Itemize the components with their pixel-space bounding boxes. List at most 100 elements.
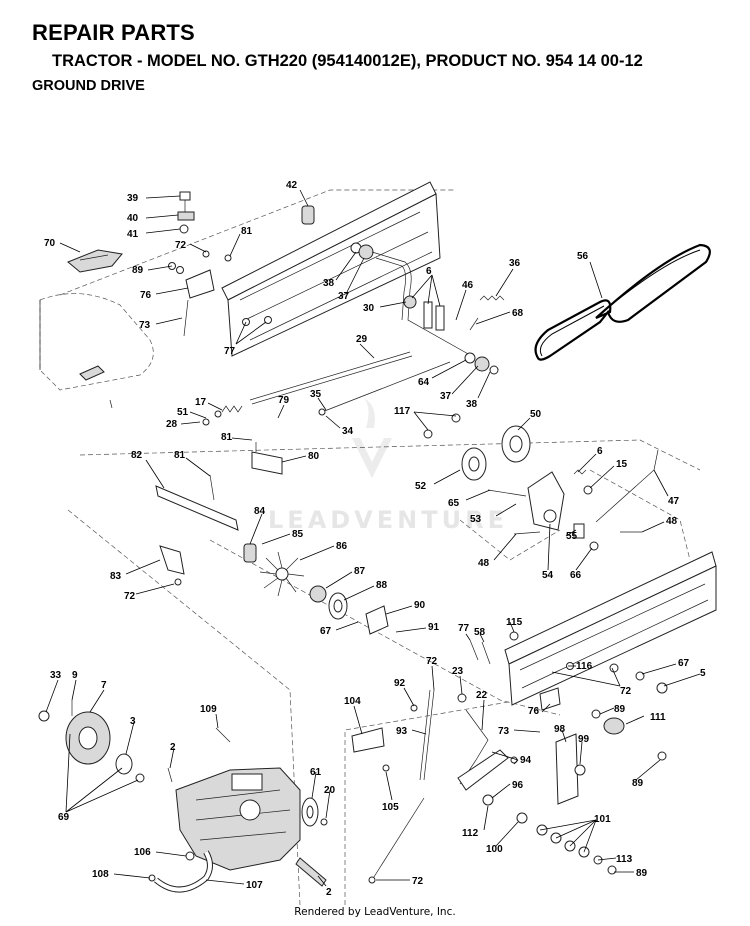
callout: 48: [478, 558, 490, 569]
idler-bracket: [155, 474, 239, 531]
callout: 73: [498, 726, 510, 737]
leader-lines: [45, 189, 701, 887]
callout: 55: [566, 531, 578, 542]
idler-arm: [487, 471, 599, 551]
cooling-fan: [259, 551, 305, 597]
callout-labels: 39 40 41 42 70 72 81 89 76 73 77 38 37 6…: [44, 180, 706, 898]
callout: 90: [414, 600, 426, 611]
callout: 23: [452, 666, 464, 677]
callout: 72: [620, 686, 632, 697]
callout: 50: [530, 409, 542, 420]
callout: 52: [415, 481, 427, 492]
assembly-boundaries: [59, 189, 701, 906]
watermark-text: LEADVENTURE: [268, 506, 508, 534]
callout: 66: [570, 570, 582, 581]
callout: 80: [308, 451, 320, 462]
callout: 40: [127, 213, 139, 224]
transaxle: [175, 727, 328, 887]
callout: 89: [614, 704, 626, 715]
callout: 100: [486, 844, 503, 855]
callout: 115: [506, 617, 523, 628]
drive-belt: [534, 243, 711, 361]
callout: 109: [200, 704, 217, 715]
callout: 77: [458, 623, 470, 634]
callout: 69: [58, 812, 70, 823]
callout: 68: [512, 308, 524, 319]
callout: 53: [470, 514, 482, 525]
callout: 3: [130, 716, 136, 727]
callout: 6: [426, 266, 432, 277]
callout: 87: [354, 566, 366, 577]
brake-linkage: [351, 689, 435, 884]
callout: 65: [448, 498, 460, 509]
callout: 88: [376, 580, 388, 591]
pedal-linkage: [168, 250, 272, 337]
callout: 34: [342, 426, 354, 437]
control-rods: [249, 351, 451, 416]
callout: 96: [512, 780, 524, 791]
callout: 58: [474, 627, 486, 638]
pedal-pad: [67, 249, 123, 273]
model-subtitle: TRACTOR - MODEL NO. GTH220 (954140012E),…: [52, 52, 643, 70]
callout: 39: [127, 193, 139, 204]
callout: 67: [320, 626, 332, 637]
footer-credit: Rendered by LeadVenture, Inc.: [294, 906, 456, 918]
callout: 37: [440, 391, 452, 402]
callout: 81: [241, 226, 253, 237]
callout: 98: [554, 724, 566, 735]
bushing: [301, 205, 315, 225]
spring: [469, 295, 505, 331]
callout: 77: [224, 346, 236, 357]
callout: 91: [428, 622, 440, 633]
section-heading: GROUND DRIVE: [32, 78, 145, 94]
callout: 38: [466, 399, 478, 410]
callout: 108: [92, 869, 109, 880]
callout: 48: [666, 516, 678, 527]
callout: 86: [336, 541, 348, 552]
brake-lever: [457, 693, 518, 806]
callout: 29: [356, 334, 368, 345]
callout: 20: [324, 785, 336, 796]
callout: 36: [509, 258, 521, 269]
callout: 51: [177, 407, 189, 418]
callout: 89: [132, 265, 144, 276]
page-title: REPAIR PARTS: [32, 20, 195, 45]
idler-pulleys: [423, 413, 531, 481]
frame-rail-lower: [504, 551, 717, 706]
callout: 89: [632, 778, 644, 789]
callout: 67: [678, 658, 690, 669]
callout: 28: [166, 419, 178, 430]
callout: 6: [597, 446, 603, 457]
callout: 81: [174, 450, 186, 461]
wheel-hub: [38, 700, 173, 783]
callout: 72: [412, 876, 424, 887]
callout: 5: [700, 668, 706, 679]
callout: 79: [278, 395, 290, 406]
callout: 61: [310, 767, 322, 778]
vent-hose: [148, 850, 213, 893]
callout: 72: [124, 591, 136, 602]
callout: 113: [616, 854, 633, 865]
callout: 15: [616, 459, 628, 470]
lower-bracket: [159, 545, 185, 586]
mount-plate: [79, 365, 113, 409]
callout: 72: [175, 240, 187, 251]
callout: 33: [50, 670, 62, 681]
callout: 46: [462, 280, 474, 291]
callout: 107: [246, 880, 263, 891]
callout: 112: [462, 828, 479, 839]
callout: 106: [134, 847, 151, 858]
callout: 2: [170, 742, 176, 753]
callout: 56: [577, 251, 589, 262]
callout: 70: [44, 238, 56, 249]
callout: 92: [394, 678, 406, 689]
callout: 89: [636, 868, 648, 879]
frame-rail-upper: [221, 181, 441, 357]
callout: 54: [542, 570, 554, 581]
cross-shaft: [350, 242, 499, 375]
callout: 35: [310, 389, 322, 400]
watermark: LEADVENTURE: [268, 398, 508, 534]
callout: 82: [131, 450, 143, 461]
bolt-stack: [177, 191, 195, 234]
